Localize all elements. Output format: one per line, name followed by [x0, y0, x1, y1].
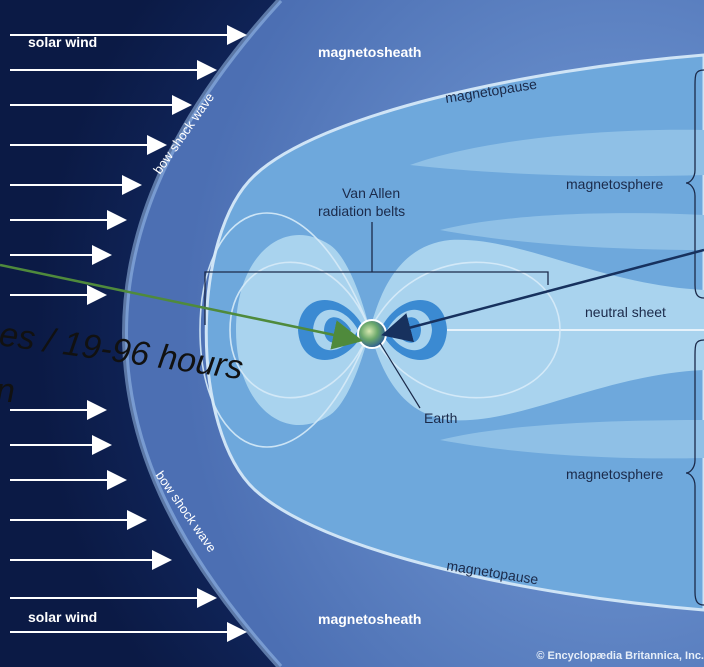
navy-overlay-arrow	[381, 248, 704, 343]
solar-wind-label-top: solar wind	[28, 34, 97, 50]
tail-lobe-upper-2	[440, 213, 704, 250]
magnetosheath-label-top: magnetosheath	[318, 44, 421, 60]
van-allen-label-line1: Van Allen	[342, 185, 400, 201]
magnetosphere-label-top: magnetosphere	[566, 176, 664, 192]
earth-pointer	[379, 342, 421, 409]
earth-globe	[357, 319, 387, 349]
neutral-sheet-label: neutral sheet	[585, 304, 666, 320]
solar-wind-label-bottom: solar wind	[28, 609, 97, 625]
overlay-fragment-text: n	[0, 372, 15, 410]
copyright-label: © Encyclopædia Britannica, Inc.	[536, 650, 704, 662]
magnetosheath-label-bottom: magnetosheath	[318, 611, 421, 627]
tail-lobe-lower	[440, 420, 704, 459]
bow-shock-edge	[121, 0, 283, 667]
van-allen-bracket	[204, 222, 549, 325]
green-overlay-arrow	[0, 263, 363, 350]
field-lines	[199, 212, 561, 448]
earth-label: Earth	[424, 410, 457, 426]
tail-lobe-upper	[410, 129, 704, 177]
magnetosphere-braces	[685, 69, 704, 606]
magnetosphere-label-bottom: magnetosphere	[566, 466, 664, 482]
van-allen-label-line2: radiation belts	[318, 203, 405, 219]
solar-wind-arrows	[10, 25, 247, 642]
